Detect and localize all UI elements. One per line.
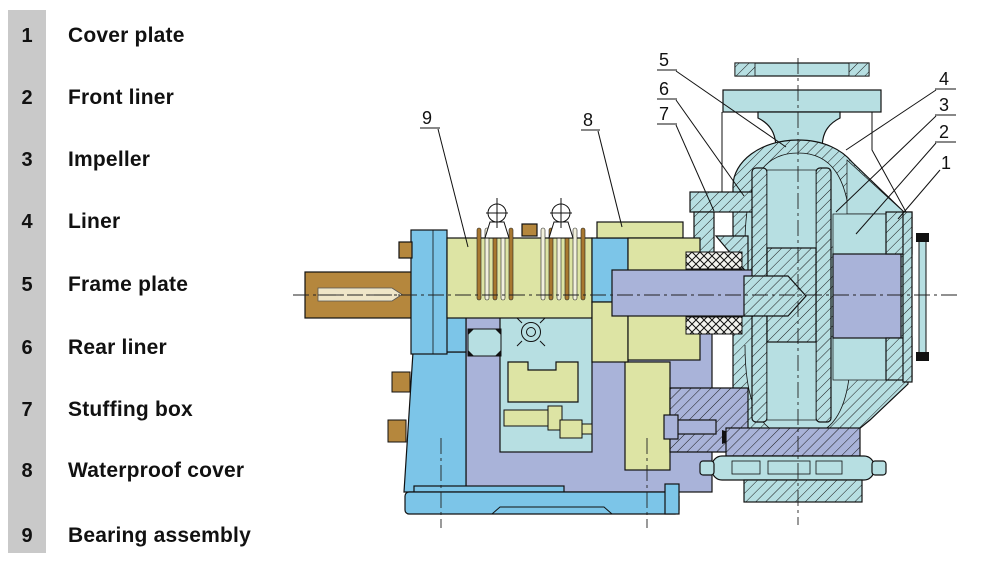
callout-2: 2 — [855, 122, 956, 235]
callout-8: 8 — [581, 110, 623, 228]
waterproof-cover — [596, 221, 684, 239]
shaft-sleeve — [611, 269, 763, 317]
svg-text:1: 1 — [941, 153, 951, 173]
legend-label: Liner — [68, 210, 121, 233]
legend-row: 4 Liner — [0, 208, 340, 236]
rear-liner-bracket — [689, 191, 757, 213]
adjust-bracket — [507, 361, 579, 403]
oil-cap — [521, 223, 538, 237]
callout-4: 4 — [845, 69, 956, 151]
base-plate — [404, 491, 680, 515]
legend-number: 3 — [21, 149, 33, 171]
svg-text:9: 9 — [422, 108, 432, 128]
pedestal-column — [403, 351, 467, 493]
callout-3: 3 — [835, 95, 956, 213]
legend-row: 9 Bearing assembly — [0, 522, 340, 550]
window-corner-marks — [468, 329, 501, 356]
callout-6: 6 — [657, 79, 745, 197]
volute-foot-flange — [725, 427, 861, 457]
legend-number: 5 — [21, 274, 33, 296]
legend-label: Cover plate — [68, 24, 185, 47]
cover-plate-edge — [902, 211, 913, 383]
legend-row: 1 Cover plate — [0, 22, 340, 50]
callouts: 9 8 5 6 7 4 3 2 1 — [420, 50, 956, 248]
svg-text:8: 8 — [583, 110, 593, 130]
legend-label: Bearing assembly — [68, 524, 251, 547]
release-collar — [918, 239, 927, 355]
svg-text:3: 3 — [939, 95, 949, 115]
legend-row: 7 Stuffing box — [0, 396, 340, 424]
bearing-end-cover — [410, 229, 448, 355]
callout-5: 5 — [657, 50, 787, 148]
impeller-nose — [743, 275, 807, 317]
legend-number: 4 — [21, 211, 33, 233]
callout-1: 1 — [897, 153, 951, 220]
svg-text:4: 4 — [939, 69, 949, 89]
legend-number: 9 — [21, 525, 33, 547]
svg-text:2: 2 — [939, 122, 949, 142]
legend-row: 6 Rear liner — [0, 334, 340, 362]
bearing-housing — [446, 237, 593, 319]
legend-number: 7 — [21, 399, 33, 421]
inspection-window — [467, 328, 502, 357]
legend-label: Impeller — [68, 148, 151, 171]
legend-number: 8 — [21, 460, 33, 482]
svg-text:7: 7 — [659, 104, 669, 124]
svg-text:6: 6 — [659, 79, 669, 99]
legend-label: Front liner — [68, 86, 175, 109]
legend-number: 6 — [21, 337, 33, 359]
gland-packing-top — [685, 251, 743, 270]
volute-foot-base — [743, 479, 863, 503]
pedestal-bolts — [387, 371, 411, 443]
legend-number-strip — [8, 10, 46, 553]
legend-row: 2 Front liner — [0, 84, 340, 112]
legend-row: 8 Waterproof cover — [0, 457, 340, 485]
pedestal-step — [413, 485, 565, 493]
lifting-eyebolts — [484, 198, 574, 239]
drain-plug-mark — [516, 317, 546, 347]
legend-number: 1 — [21, 25, 33, 47]
legend-label: Waterproof cover — [68, 459, 245, 482]
legend-number: 2 — [21, 87, 33, 109]
centerlines — [293, 58, 958, 528]
legend-label: Stuffing box — [68, 398, 193, 421]
legend-row: 5 Frame plate — [0, 271, 340, 299]
housing-lower-column — [624, 361, 671, 471]
legend-row: 3 Impeller — [0, 146, 340, 174]
housing-studs — [476, 227, 586, 301]
svg-text:5: 5 — [659, 50, 669, 70]
callout-9: 9 — [420, 108, 469, 248]
suction-liner — [832, 253, 902, 339]
pedestal-frame — [387, 299, 749, 515]
callout-7: 7 — [657, 104, 715, 212]
legend-label: Frame plate — [68, 273, 189, 296]
legend-label: Rear liner — [68, 336, 167, 359]
adjusting-screw — [503, 405, 593, 439]
gland-packing-bottom — [685, 316, 743, 335]
